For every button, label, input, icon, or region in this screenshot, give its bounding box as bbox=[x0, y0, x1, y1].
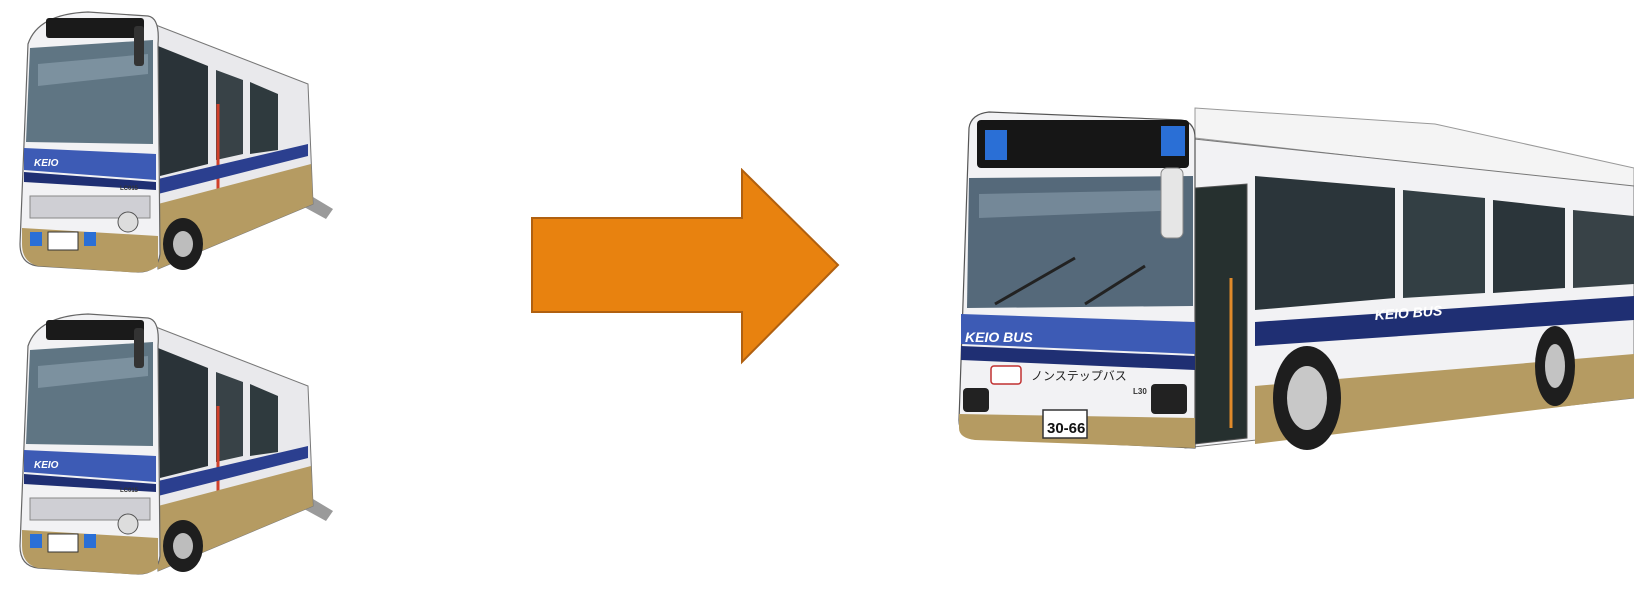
small-bus-logo: KEIO bbox=[34, 158, 59, 169]
small-bus-top: KEIO LC015 bbox=[8, 4, 348, 284]
small-bus-model: LC015 bbox=[120, 488, 139, 494]
front-brand-text: KEIO BUS bbox=[965, 329, 1033, 345]
fleet-number: L30 bbox=[1133, 387, 1147, 396]
small-bus-illustration: KEIO LC015 bbox=[8, 306, 348, 586]
side-window bbox=[250, 384, 278, 456]
arrow-shape bbox=[532, 170, 838, 362]
side-window bbox=[158, 46, 208, 176]
accessibility-sticker-icon bbox=[30, 534, 42, 548]
rear-wheel-hub bbox=[1545, 344, 1565, 388]
side-window bbox=[250, 82, 278, 154]
license-plate-number: 30-66 bbox=[1047, 420, 1085, 437]
destination-display bbox=[46, 18, 144, 38]
destination-display bbox=[46, 320, 144, 340]
side-window bbox=[216, 372, 243, 462]
small-bus-bottom: KEIO LC015 bbox=[8, 306, 348, 586]
side-window bbox=[1255, 176, 1395, 310]
small-bus-model: LC015 bbox=[120, 186, 139, 192]
headlight-left bbox=[963, 388, 989, 412]
arrow-container bbox=[530, 168, 842, 368]
front-wheel-hub bbox=[1287, 366, 1327, 430]
accessibility-sticker-icon bbox=[30, 232, 42, 246]
headlight bbox=[118, 514, 138, 534]
headlight-right bbox=[1151, 384, 1187, 414]
side-mirror bbox=[1161, 168, 1183, 238]
license-plate bbox=[48, 232, 78, 250]
side-window bbox=[216, 70, 243, 160]
destination-display bbox=[977, 120, 1189, 168]
large-bus-illustration: KEIO BUS KEIO BUS ノンステップバス L30 bbox=[955, 98, 1634, 476]
side-window bbox=[1403, 190, 1485, 298]
large-bus: KEIO BUS KEIO BUS ノンステップバス L30 bbox=[955, 98, 1634, 476]
license-plate bbox=[48, 534, 78, 552]
side-window bbox=[1573, 210, 1634, 288]
nonstep-label: ノンステップバス bbox=[1031, 369, 1127, 383]
pedestrian-sign-icon bbox=[985, 130, 1007, 160]
small-bus-illustration: KEIO LC015 bbox=[8, 4, 348, 284]
wheelchair-sticker-icon bbox=[84, 534, 96, 548]
side-mirror bbox=[134, 328, 144, 368]
side-mirror bbox=[134, 26, 144, 66]
front-door bbox=[1195, 184, 1247, 444]
wheel-hub bbox=[173, 231, 193, 257]
nonstep-sticker-icon bbox=[991, 366, 1021, 384]
wheel-hub bbox=[173, 533, 193, 559]
wheelchair-sign-icon bbox=[1161, 126, 1185, 156]
side-window bbox=[1493, 200, 1565, 293]
headlight bbox=[118, 212, 138, 232]
right-arrow-icon bbox=[530, 168, 842, 368]
wheelchair-sticker-icon bbox=[84, 232, 96, 246]
small-bus-logo: KEIO bbox=[34, 460, 59, 471]
side-window bbox=[158, 348, 208, 478]
